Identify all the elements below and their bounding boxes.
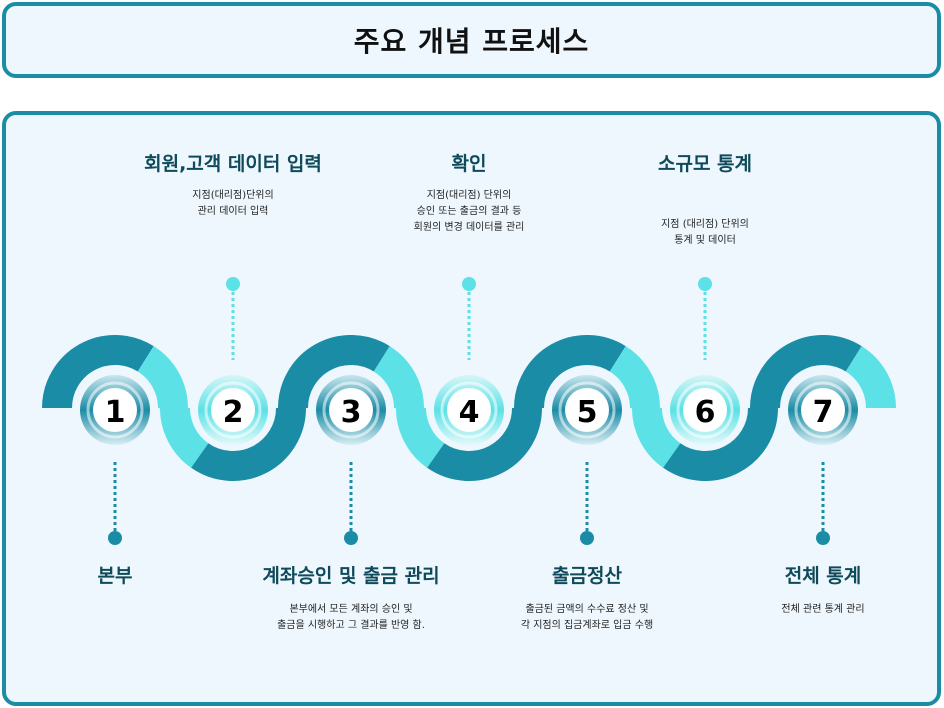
step-disc xyxy=(801,388,845,432)
connector-dot xyxy=(816,531,830,545)
step-disc xyxy=(683,388,727,432)
step-label-1: 본부 xyxy=(0,561,235,602)
step-description: 본부에서 모든 계좌의 승인 및 출금을 시행하고 그 결과를 반영 함. xyxy=(277,604,425,631)
step-number: 3 xyxy=(341,395,362,430)
wave-segment xyxy=(278,335,390,409)
step-description: 출금된 금액의 수수료 정산 및 각 지점의 집금계좌로 입금 수행 xyxy=(520,604,654,631)
header-box: 주요 개념 프로세스 xyxy=(2,2,941,78)
step-number: 6 xyxy=(695,395,716,430)
step-title: 출금정산 xyxy=(552,565,622,587)
step-disc xyxy=(329,388,373,432)
step-description: 지점(대리점) 단위의 승인 또는 출금의 결과 등 회원의 변경 데이터를 관… xyxy=(413,190,525,233)
wave-segment xyxy=(396,407,445,468)
step-disc xyxy=(565,388,609,432)
step-number: 7 xyxy=(813,395,834,430)
connector-dot xyxy=(108,531,122,545)
step-title: 회원,고객 데이터 입력 xyxy=(144,153,322,175)
step-number: 2 xyxy=(223,395,244,430)
wave-segment xyxy=(160,407,209,468)
step-disc xyxy=(447,388,491,432)
connector-dot xyxy=(462,277,476,291)
step-ring-inner xyxy=(322,381,380,439)
step-title: 확인 xyxy=(451,153,487,175)
wave-segment xyxy=(845,346,896,409)
step-ring-inner xyxy=(86,381,144,439)
step-disc xyxy=(93,388,137,432)
step-description: 지점(대리점)단위의 관리 데이터 입력 xyxy=(192,190,274,217)
page-title: 주요 개념 프로세스 xyxy=(353,25,590,58)
step-number: 1 xyxy=(105,395,126,430)
step-description: 지점 (대리점) 단위의 통계 및 데이터 xyxy=(661,219,749,246)
step-description: 전체 관련 통계 관리 xyxy=(781,604,865,615)
wave-segment xyxy=(663,407,778,481)
step-ring-inner xyxy=(440,381,498,439)
step-ring-inner xyxy=(558,381,616,439)
connector-dot xyxy=(344,531,358,545)
connector-dot xyxy=(698,277,712,291)
connector-dot xyxy=(580,531,594,545)
wave-segment xyxy=(427,407,542,481)
step-title: 소규모 통계 xyxy=(657,153,752,175)
wave-segment xyxy=(632,407,681,468)
step-title: 계좌승인 및 출금 관리 xyxy=(262,565,440,587)
step-disc xyxy=(211,388,255,432)
step-ring-inner xyxy=(794,381,852,439)
step-number: 4 xyxy=(459,395,480,430)
wave-segment xyxy=(609,346,660,409)
step-title: 본부 xyxy=(97,565,133,587)
wave-segment xyxy=(137,346,188,409)
wave-segment xyxy=(373,346,424,409)
step-title: 전체 통계 xyxy=(784,565,862,587)
connector-dot xyxy=(226,277,240,291)
wave-segment xyxy=(191,407,306,481)
wave-segment xyxy=(514,335,626,409)
step-ring-inner xyxy=(204,381,262,439)
wave-segment xyxy=(750,335,862,409)
step-number: 5 xyxy=(577,395,598,430)
step-ring-inner xyxy=(676,381,734,439)
wave-segment xyxy=(42,335,154,409)
